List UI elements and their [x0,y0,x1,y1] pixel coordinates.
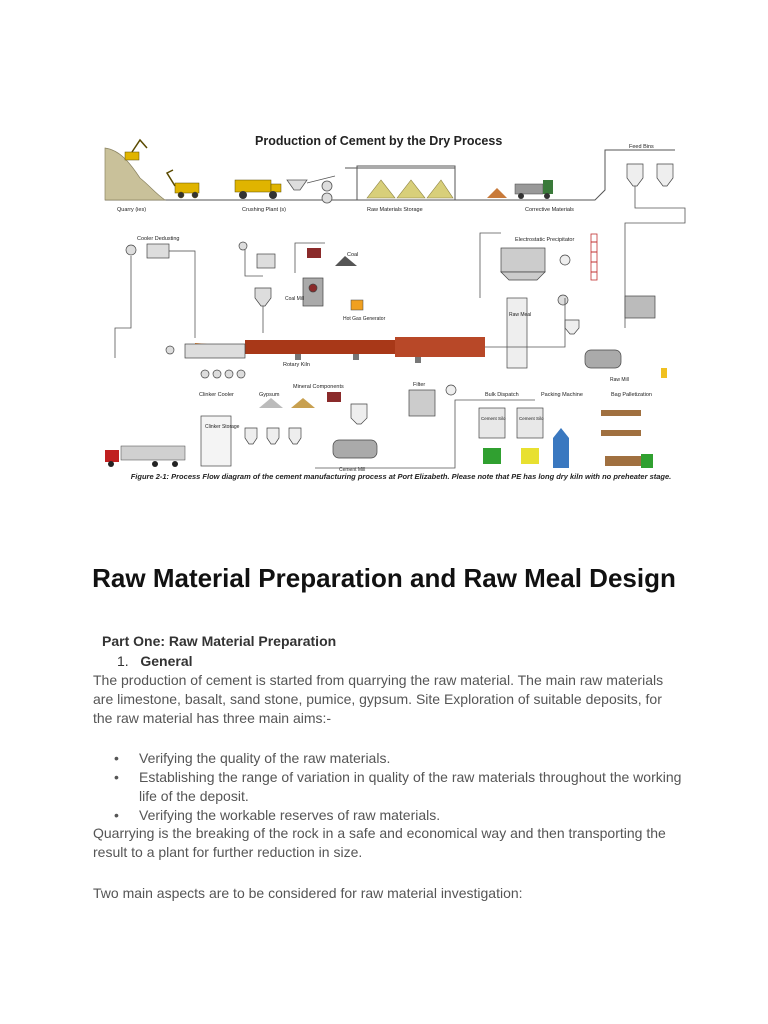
svg-text:Filter: Filter [413,382,425,388]
process-flow-figure: Production of Cement by the Dry Process … [104,134,686,481]
rotary-kiln-icon [195,337,485,363]
hot-gas-generator-icon [350,299,364,311]
svg-text:Bag Palletization: Bag Palletization [611,392,652,398]
svg-text:Packing Machine: Packing Machine [541,392,583,398]
stack-icon [590,233,598,281]
svg-text:Rotary Kiln: Rotary Kiln [283,362,310,368]
cement-mill-icon [332,439,378,459]
svg-text:Clinker Cooler: Clinker Cooler [199,392,234,398]
svg-text:Raw Meal: Raw Meal [509,312,531,318]
list-item: Verifying the quality of the raw materia… [114,749,684,768]
svg-text:Electrostatic Precipitator: Electrostatic Precipitator [515,237,574,243]
paragraph-aspects: Two main aspects are to be considered fo… [93,885,523,901]
mineral-piles [259,392,341,408]
svg-text:Coal Mill: Coal Mill [285,296,304,302]
aims-list: Verifying the quality of the raw materia… [114,749,684,825]
coal-fan-icon [238,241,248,251]
figure-caption: Figure 2-1: Process Flow diagram of the … [130,472,672,481]
cement-mill-feed-bins [350,403,368,425]
coal-hopper-icon [307,248,357,266]
clinker-storage-silo-icon [200,415,232,467]
filter-icon [408,384,457,417]
raw-meal-silo-icon [506,297,528,369]
section-number: 1. [117,653,129,669]
quarry-hill-icon [104,147,167,201]
pallet-trucks-icon [601,410,653,468]
svg-text:Crushing Plant (s): Crushing Plant (s) [242,207,286,213]
svg-text:Bulk Dispatch: Bulk Dispatch [485,392,519,398]
svg-text:Raw Mill: Raw Mill [610,377,629,383]
list-item: Establishing the range of variation in q… [114,768,684,806]
list-item: Verifying the workable reserves of raw m… [114,806,684,825]
paragraph-intro: The production of cement is started from… [93,672,664,726]
section-title: General [140,653,193,669]
figure-title: Production of Cement by the Dry Process [255,134,502,148]
raw-mill-icon [584,349,622,369]
svg-text:Cement Mill: Cement Mill [339,467,365,473]
additive-bins-icon [244,427,302,445]
svg-text:Hot Gas Generator: Hot Gas Generator [343,316,386,322]
packing-machine-icon [553,428,569,468]
corrective-truck-icon [514,180,553,199]
document-title: Raw Material Preparation and Raw Meal De… [92,563,676,593]
part-one-heading: Part One: Raw Material Preparation [102,633,337,649]
raw-storage-piles [366,179,454,199]
excavator-icon [124,138,148,161]
svg-text:Raw Materials Storage: Raw Materials Storage [367,207,423,213]
electrostatic-precipitator-icon [500,247,571,281]
dump-truck-icon [234,179,282,199]
svg-text:Cement Silo: Cement Silo [519,416,544,421]
svg-text:Gypsum: Gypsum [259,392,280,398]
svg-text:Quarry (ies): Quarry (ies) [117,207,146,213]
crusher-icon [286,175,336,204]
svg-text:Coal: Coal [347,252,358,258]
cooler-dedusting-icon [125,243,196,338]
clinker-truck-icon [105,445,186,467]
svg-text:Clinker Storage: Clinker Storage [205,424,240,430]
feed-bins-icon [626,163,674,187]
svg-text:Cooler Dedusting: Cooler Dedusting [137,236,180,242]
coal-mill-icon [302,277,324,307]
svg-text:Mineral Components: Mineral Components [293,384,344,390]
section-heading-general: 1. General [117,653,193,669]
bulk-trucks-icon [483,448,539,464]
paragraph-quarrying: Quarrying is the breaking of the rock in… [93,825,666,860]
clinker-cooler-icon [165,343,246,379]
cement-silos-icon [478,407,544,439]
loader-icon [165,169,200,199]
svg-text:Cement Silo: Cement Silo [481,416,506,421]
svg-text:Feed Bins: Feed Bins [629,144,654,150]
svg-text:Corrective Materials: Corrective Materials [525,207,574,213]
